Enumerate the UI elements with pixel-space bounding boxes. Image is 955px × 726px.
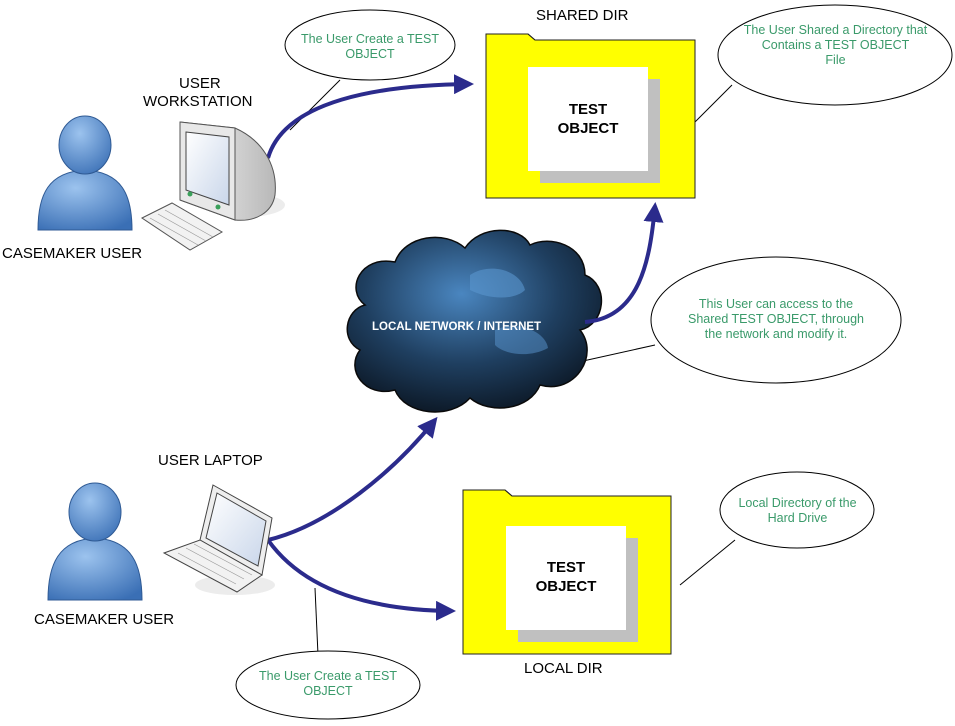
callout-shared-dir-ellipse	[717, 4, 953, 106]
arrow-workstation-to-shared	[266, 74, 474, 159]
shared-test-object-line1: TEST	[568, 101, 608, 118]
callout-network-line2: Shared TEST OBJECT, through	[687, 312, 864, 326]
callout-network-access: This User can access to the Shared TEST …	[676, 297, 876, 342]
casemaker-user-top-icon	[37, 115, 133, 231]
local-dir-folder-icon	[462, 489, 672, 655]
callout-local-dir-line2: Hard Drive	[767, 511, 828, 525]
connector-create-bottom	[314, 587, 319, 656]
callout-shared-dir-line1: The User Shared a Directory that	[743, 23, 928, 37]
callout-shared-dir-line3: File	[825, 53, 846, 67]
shared-test-object: TEST OBJECT	[528, 100, 648, 138]
callout-create-top-ellipse	[284, 9, 456, 81]
local-test-object: TEST OBJECT	[506, 558, 626, 596]
callout-network-ellipse	[650, 256, 902, 384]
local-test-object-line1: TEST	[546, 559, 586, 576]
callout-create-top-line2: OBJECT	[345, 47, 395, 61]
arrow-laptop-to-network	[267, 416, 438, 542]
callout-ellipses	[235, 4, 953, 720]
connector-local-dir	[679, 539, 736, 586]
arrow-network-to-shared	[584, 202, 664, 324]
callout-create-bottom-ellipse	[235, 650, 421, 720]
arrow-laptop-to-local	[266, 538, 456, 621]
callout-network-line1: This User can access to the	[698, 297, 854, 311]
local-dir-label: LOCAL DIR	[524, 660, 603, 677]
workstation-label-line1: USER	[179, 75, 221, 92]
flow-arrows	[266, 74, 664, 621]
callout-connectors	[289, 79, 736, 656]
callout-network-line3: the network and modify it.	[704, 327, 848, 341]
callout-create-top-line1: The User Create a TEST	[300, 32, 439, 46]
callout-local-dir-ellipse	[719, 471, 875, 549]
callout-local-dir-line1: Local Directory of the	[738, 496, 857, 510]
connector-create-top	[289, 79, 341, 131]
callout-shared-dir: The User Shared a Directory that Contain…	[728, 23, 943, 68]
network-cloud-icon	[346, 229, 602, 413]
shared-dir-folder-icon	[485, 33, 696, 199]
callout-shared-dir-line2: Contains a TEST OBJECT	[761, 38, 910, 52]
network-label: LOCAL NETWORK / INTERNET	[372, 321, 542, 333]
callout-create-bottom-line1: The User Create a TEST	[258, 669, 397, 683]
workstation-icon	[141, 121, 285, 251]
connector-shared-dir	[694, 84, 733, 123]
local-test-object-line2: OBJECT	[535, 578, 597, 595]
shared-test-object-line2: OBJECT	[557, 120, 619, 137]
casemaker-user-bottom-icon	[47, 482, 143, 601]
laptop-icon	[162, 484, 275, 595]
casemaker-user-bottom-label: CASEMAKER USER	[34, 611, 175, 628]
casemaker-user-top-label: CASEMAKER USER	[2, 245, 143, 262]
callout-local-dir: Local Directory of the Hard Drive	[720, 496, 875, 526]
callout-create-top: The User Create a TEST OBJECT	[285, 32, 455, 62]
laptop-label: USER LAPTOP	[158, 452, 263, 469]
callout-create-bottom-line2: OBJECT	[303, 684, 353, 698]
callout-create-bottom: The User Create a TEST OBJECT	[243, 669, 413, 699]
workstation-label-line2: WORKSTATION	[143, 93, 253, 110]
shared-dir-label: SHARED DIR	[536, 7, 629, 24]
